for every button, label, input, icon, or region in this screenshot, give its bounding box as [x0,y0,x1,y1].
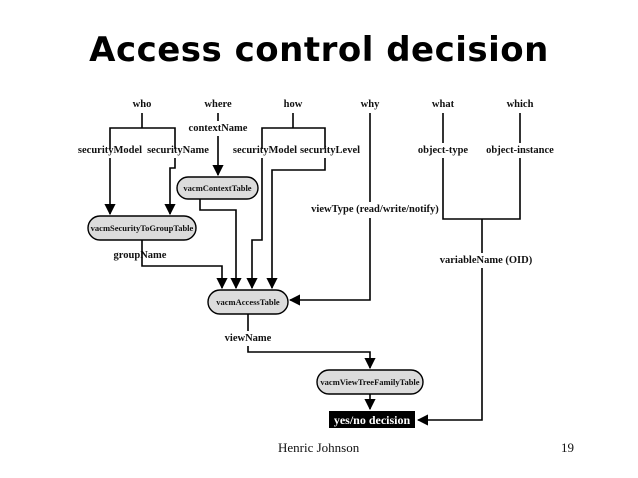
slide-title: Access control decision [89,30,549,70]
label-securitymodel-mid: securityModel [233,145,297,156]
vacm-security-to-group-table-label: vacmSecurityToGroupTable [91,223,194,233]
header-what: what [432,99,455,110]
label-groupname: groupName [114,250,167,261]
vacm-access-table-label: vacmAccessTable [216,297,280,307]
footer-author: Henric Johnson [278,440,360,455]
decision-result-box [329,411,415,428]
what-which-bracket [442,158,521,220]
decision-result-label: yes/no decision [334,413,411,427]
vacm-view-tree-family-table-label: vacmViewTreeFamilyTable [320,377,419,387]
header-who: who [133,99,152,110]
arrow-viewtype [288,218,371,306]
arrow-securitymodel-mid [246,158,263,290]
header-how: how [284,99,303,110]
label-securityname: securityName [147,145,209,156]
header-why: why [361,99,380,110]
label-object-instance: object-instance [486,145,554,156]
arrow-securityname [164,158,176,216]
label-viewname: viewName [225,333,272,344]
footer-page-number: 19 [561,440,574,455]
arrow-viewname [247,346,376,370]
label-contextname: contextName [189,123,248,134]
arrow-contexttable-out [199,199,242,290]
arrow-groupname [141,240,228,290]
label-viewtype: viewType (read/write/notify) [311,204,439,215]
vacm-context-table-box [176,176,259,200]
header-where: where [204,99,232,110]
label-securitylevel: securityLevel [300,145,360,156]
header-which: which [507,99,534,110]
arrow-variablename [416,268,483,426]
label-object-type: object-type [418,145,468,156]
vacm-context-table-label: vacmContextTable [183,183,251,193]
label-securitymodel-left: securityModel [78,145,142,156]
arrow-securitylevel [266,158,326,290]
label-variablename: variableName (OID) [440,255,533,266]
